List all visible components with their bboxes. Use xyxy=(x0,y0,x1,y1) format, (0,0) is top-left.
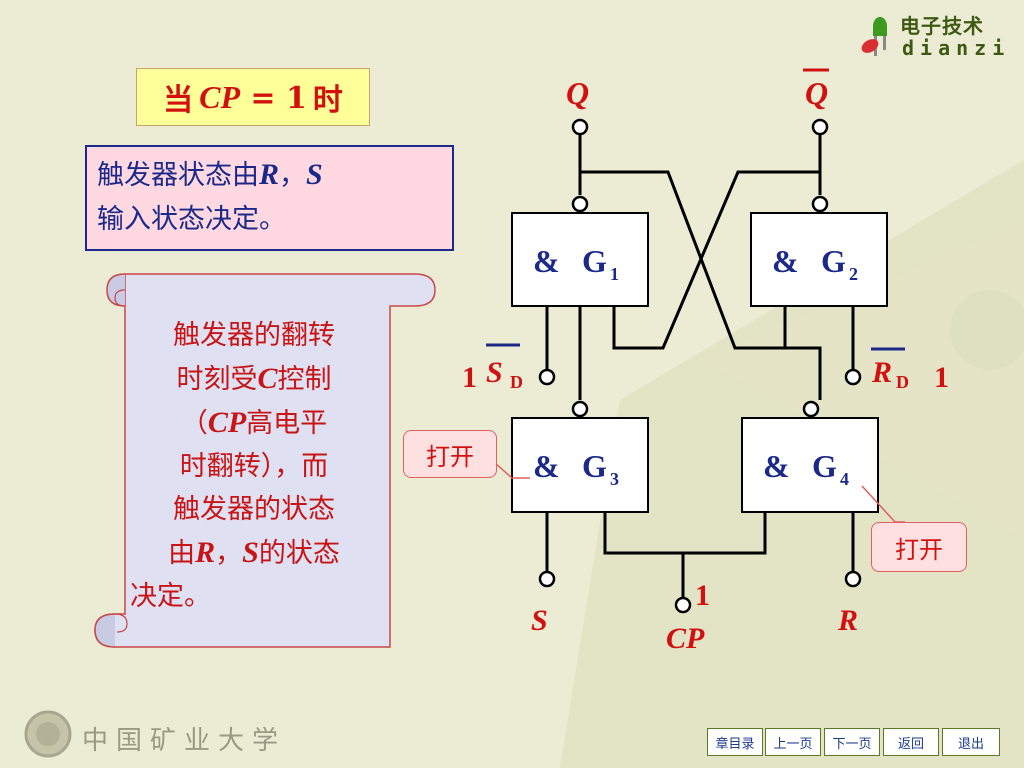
label-q: Q xyxy=(566,75,589,111)
gate-g2-amp: & xyxy=(772,243,799,279)
rd-sub: D xyxy=(896,372,909,392)
logo-chinese-text: 电子技术 xyxy=(900,14,984,38)
condition-suffix: 时 xyxy=(312,83,343,118)
terminal-s xyxy=(538,570,556,588)
nav-prev-page-button[interactable]: 上一页 xyxy=(765,728,821,756)
scroll-line-6a: 由 xyxy=(168,538,196,569)
condition-prefix: 当 xyxy=(163,83,194,118)
scroll-line-6c: ， xyxy=(215,538,243,569)
condition-box: 当 CP = 1 时 xyxy=(136,68,370,126)
state-note-comma: ， xyxy=(279,160,307,191)
callout-open-right: 打开 xyxy=(871,522,967,572)
scroll-line-1: 触发器的翻转 xyxy=(173,320,335,351)
nav-chapter-toc-button[interactable]: 章目录 xyxy=(707,728,763,756)
nav-back-button[interactable]: 返回 xyxy=(883,728,939,756)
state-note-line2: 输入状态决定。 xyxy=(97,204,286,235)
scroll-line-2c: C xyxy=(257,362,278,395)
gate-g3-sub: 3 xyxy=(610,469,619,489)
rd-value: 1 xyxy=(934,361,949,394)
bubble-g4 xyxy=(802,400,820,418)
sd-sub: D xyxy=(510,372,523,392)
gate-g1 xyxy=(511,212,649,307)
gate-g2-sub: 2 xyxy=(849,264,858,284)
nav-next-page-button[interactable]: 下一页 xyxy=(824,728,880,756)
scroll-line-3a: （ xyxy=(180,408,208,439)
scroll-line-6: 由R，S的状态 xyxy=(130,531,378,575)
rd-letter: R xyxy=(871,356,892,389)
label-s: S xyxy=(531,604,548,637)
gate-g4-name: G xyxy=(812,448,837,484)
led-logo-icon xyxy=(861,17,887,56)
condition-equals: = 1 xyxy=(239,80,307,116)
scroll-line-4: 时翻转），而 xyxy=(179,451,329,482)
sd-value: 1 xyxy=(462,361,477,394)
scroll-line-7: 决定。 xyxy=(130,581,211,612)
terminal-q xyxy=(571,118,589,136)
label-cp: CP xyxy=(666,622,705,655)
state-note-line1: 触发器状态由R，S xyxy=(97,153,442,198)
school-name: 中国矿业大学 xyxy=(82,726,287,756)
bubble-g1 xyxy=(571,195,589,213)
scroll-note: 触发器的翻转 时刻受C控制 （CP高电平 时翻转），而 触发器的状态 由R，S的… xyxy=(130,314,378,618)
terminal-cp xyxy=(674,596,692,614)
state-note-text: 触发器状态由 xyxy=(97,160,259,191)
label-r: R xyxy=(837,604,858,637)
scroll-line-3b: 高电平 xyxy=(246,408,328,439)
gate-g3-name: G xyxy=(582,448,607,484)
scroll-line-2a: 时刻受 xyxy=(176,364,258,395)
gate-g2-name: G xyxy=(821,243,846,279)
terminal-qbar xyxy=(811,118,829,136)
scroll-line-6r: R xyxy=(195,536,216,569)
bubble-g2 xyxy=(811,195,829,213)
condition-var: CP xyxy=(199,78,240,115)
gate-g4-sub: 4 xyxy=(840,469,849,489)
gate-g3-amp: & xyxy=(533,448,560,484)
sd-letter: S xyxy=(486,356,503,389)
terminal-sd xyxy=(538,368,556,386)
gate-g1-sub: 1 xyxy=(610,264,619,284)
bubble-g3 xyxy=(571,400,589,418)
label-qbar: Q xyxy=(805,75,828,111)
nav-exit-button[interactable]: 退出 xyxy=(942,728,1000,756)
scroll-line-2b: 控制 xyxy=(277,364,332,395)
gate-g4-amp: & xyxy=(763,448,790,484)
state-note-s: S xyxy=(306,158,323,191)
school-brand: 中国矿业大学 xyxy=(22,708,322,762)
callout-open-left: 打开 xyxy=(403,430,497,478)
scroll-line-2: 时刻受C控制 xyxy=(130,357,378,401)
state-note-r: R xyxy=(259,158,280,191)
gate-g3 xyxy=(511,417,649,513)
logo-pinyin-text: dianzi xyxy=(902,36,1011,60)
scroll-line-6b: 的状态 xyxy=(258,538,340,569)
school-emblem-icon xyxy=(24,710,72,758)
gate-g2 xyxy=(750,212,888,307)
state-note-box: 触发器状态由R，S 输入状态决定。 xyxy=(85,145,454,251)
logo: 电子技术 dianzi xyxy=(860,8,1010,62)
terminal-circles xyxy=(538,118,862,614)
scroll-line-3: （CP高电平 xyxy=(130,401,378,445)
cp-value: 1 xyxy=(695,579,710,612)
terminal-rd xyxy=(844,368,862,386)
scroll-shape xyxy=(94,273,436,648)
gate-g1-amp: & xyxy=(533,243,560,279)
terminal-r xyxy=(844,570,862,588)
gate-g4 xyxy=(741,417,879,513)
circuit-wires xyxy=(545,134,855,598)
gate-g1-name: G xyxy=(582,243,607,279)
scroll-line-3cp: CP xyxy=(207,406,247,439)
scroll-line-5: 触发器的状态 xyxy=(173,494,335,525)
scroll-line-6s: S xyxy=(242,536,259,569)
